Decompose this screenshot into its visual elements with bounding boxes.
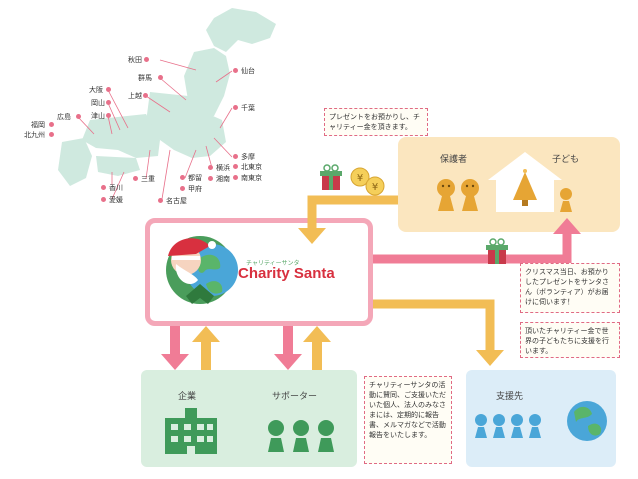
- map-dot: [180, 186, 185, 191]
- map-dot: [233, 105, 238, 110]
- city-label: 北東京: [241, 163, 262, 171]
- yen-coin-icon: ¥: [350, 167, 370, 187]
- tohoku-shape: [184, 48, 230, 118]
- logo-name: Charity Santa: [238, 265, 335, 282]
- map-dot: [101, 185, 106, 190]
- city-label: 群馬: [138, 74, 152, 82]
- note-support-world: 頂いたチャリティー金で世界の子どもたちに支援を行います。: [520, 322, 620, 358]
- yen-coin-icon: ¥: [365, 176, 385, 196]
- building-icon: [165, 408, 217, 454]
- city-label: 横浜: [216, 164, 230, 172]
- map-dot: [233, 68, 238, 73]
- city-label: 上越: [128, 92, 142, 100]
- city-label: 多摩: [241, 153, 255, 161]
- children-people-icon: [475, 414, 541, 438]
- city-label: 名古屋: [166, 197, 187, 205]
- city-label: 甲府: [188, 185, 202, 193]
- map-dot: [158, 198, 163, 203]
- map-dot: [106, 113, 111, 118]
- svg-text:¥: ¥: [372, 182, 378, 193]
- note-report: チャリティーサンタの活動に賛同、ご支援いただいた個人、法人のみなさまには、定期的…: [364, 376, 452, 464]
- guardian-person-icon: [437, 179, 479, 211]
- note-delivery: クリスマス当日、お預かりしたプレゼントをサンタさん（ボランティア）がお届けに伺い…: [520, 263, 620, 313]
- map-dot: [76, 114, 81, 119]
- city-label: 大阪: [89, 86, 103, 94]
- hokkaido-shape: [206, 8, 276, 52]
- map-dot: [144, 57, 149, 62]
- kyushu-shape: [58, 138, 92, 186]
- honshu-west-shape: [82, 114, 160, 158]
- city-label: 都留: [188, 174, 202, 182]
- map-dot: [133, 176, 138, 181]
- map-dot: [180, 175, 185, 180]
- city-label: 岡山: [91, 99, 105, 107]
- child-label: 子ども: [552, 155, 580, 165]
- city-label: 香川: [109, 184, 123, 192]
- map-dot: [158, 75, 163, 80]
- map-dot: [233, 175, 238, 180]
- city-label: 千葉: [241, 104, 255, 112]
- city-label: 津山: [91, 112, 105, 120]
- logo-kana: チャリティーサンタ: [246, 260, 300, 267]
- map-dot: [233, 154, 238, 159]
- city-label: 南東京: [241, 174, 262, 182]
- supporter-label: サポーター: [272, 392, 318, 402]
- city-label: 福岡: [31, 121, 45, 129]
- map-dot: [143, 93, 148, 98]
- map-dot: [49, 122, 54, 127]
- city-label: 三重: [141, 175, 155, 183]
- city-label: 仙台: [241, 67, 255, 75]
- gift-icon: [320, 164, 342, 190]
- map-dot: [106, 100, 111, 105]
- globe-icon: [567, 401, 607, 441]
- map-dot: [233, 164, 238, 169]
- recipient-label: 支援先: [496, 392, 524, 402]
- honshu-central-shape: [146, 92, 226, 158]
- map-dot: [101, 197, 106, 202]
- map-dot: [106, 87, 111, 92]
- face-icon: [441, 184, 475, 188]
- gift-icon: [486, 238, 508, 264]
- map-dot: [208, 176, 213, 181]
- city-label: 秋田: [128, 56, 142, 64]
- svg-text:¥: ¥: [357, 173, 363, 184]
- city-label: 北九州: [24, 131, 45, 139]
- company-label: 企業: [178, 392, 197, 402]
- map-dot: [208, 165, 213, 170]
- city-label: 湘南: [216, 175, 230, 183]
- child-person-icon: [560, 188, 572, 212]
- note-collect-gifts: プレゼントをお預かりし、チャリティー金を頂きます。: [324, 108, 428, 136]
- map-dot: [49, 132, 54, 137]
- guardian-label: 保護者: [440, 155, 468, 165]
- shikoku-shape: [96, 156, 140, 176]
- christmas-tree-icon: [513, 169, 537, 206]
- supporter-people-icon: [268, 420, 334, 452]
- city-label: 愛媛: [109, 196, 123, 204]
- city-label: 広島: [57, 113, 71, 121]
